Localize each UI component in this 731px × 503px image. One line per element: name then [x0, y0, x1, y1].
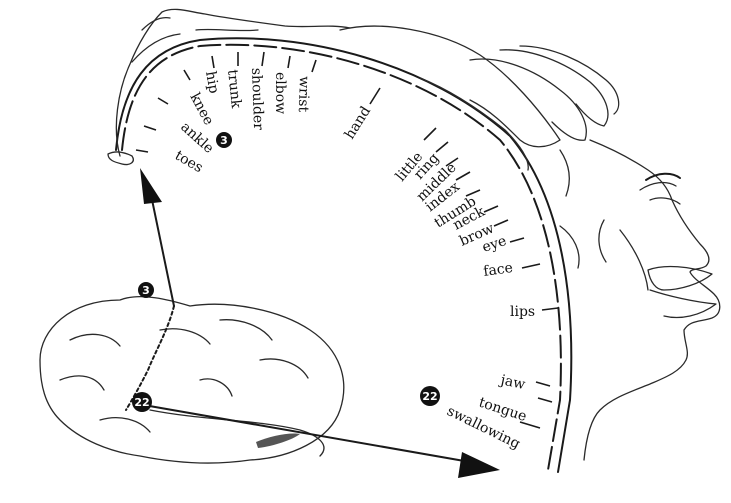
- label-shoulder: shoulder: [248, 68, 266, 131]
- badge-22-right: 22: [420, 386, 440, 406]
- badge-3-top: 3: [216, 132, 232, 148]
- label-hand: hand: [342, 104, 374, 142]
- arrow-to-leg: [140, 168, 175, 307]
- label-eye: eye: [480, 233, 508, 256]
- label-elbow: elbow: [272, 72, 288, 114]
- svg-text:3: 3: [142, 284, 150, 297]
- hand-drawing: [339, 25, 620, 171]
- label-face: face: [482, 260, 514, 280]
- face-drawing: [559, 139, 721, 461]
- arrow-to-mouth: [137, 403, 500, 478]
- brain-drawing: [39, 296, 345, 464]
- svg-text:22: 22: [134, 396, 149, 409]
- svg-text:3: 3: [220, 134, 228, 147]
- homunculus-arc: [115, 37, 573, 473]
- badge-3-brain: 3: [138, 282, 154, 298]
- svg-text:22: 22: [422, 390, 437, 403]
- leg-drawing: [107, 8, 351, 166]
- badge-22-brain: 22: [132, 392, 152, 412]
- label-trunk: trunk: [224, 69, 244, 110]
- label-hip: hip: [202, 70, 222, 95]
- label-wrist: wrist: [295, 76, 312, 113]
- label-lips: lips: [510, 304, 535, 320]
- label-ticks: [135, 51, 559, 429]
- label-toes: toes: [172, 148, 206, 177]
- label-jaw: jaw: [497, 372, 526, 393]
